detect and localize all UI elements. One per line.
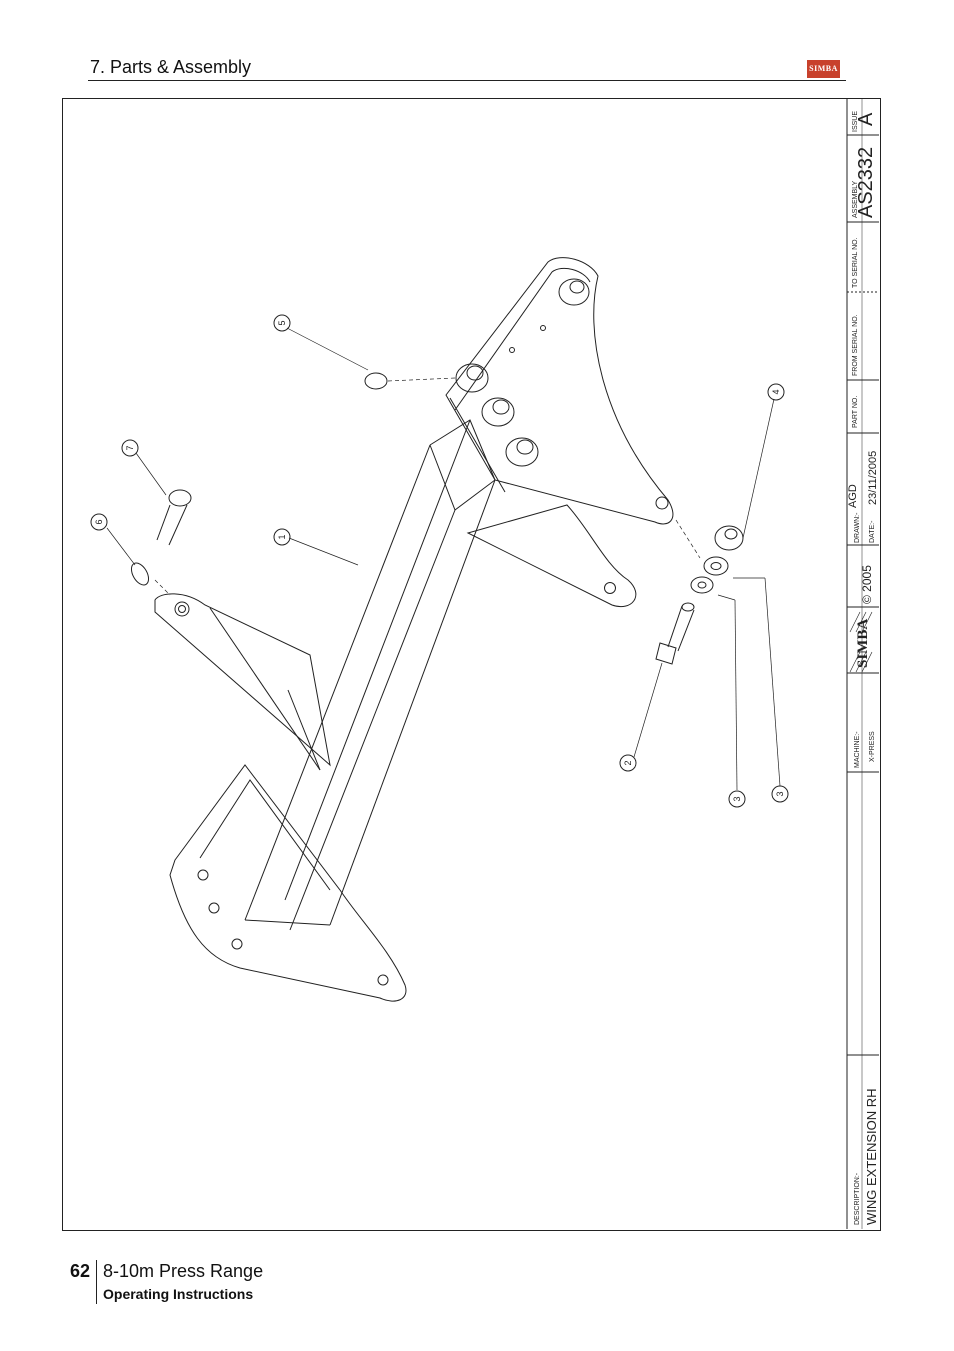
main-beam (244, 419, 496, 931)
callout-5: 5 (277, 320, 287, 325)
from-serial-label: FROM SERIAL NO. (852, 314, 859, 376)
plate-nuts (455, 278, 590, 467)
date-value: 23/11/2005 (867, 451, 879, 505)
section-title: 7. Parts & Assembly (90, 57, 252, 77)
page-number: 62 (70, 1261, 91, 1281)
title-block: ISSUE ASSEMBLY TO SERIAL NO. FROM SERIAL… (846, 98, 879, 1229)
callout-3a: 3 (732, 796, 742, 801)
drawn-label: DRAWN:- (854, 512, 861, 543)
lower-arm (154, 593, 331, 771)
part-no-label: PART NO. (852, 396, 859, 428)
loose-hardware (130, 372, 744, 665)
title-block-brand: SIMBA (855, 619, 871, 668)
callout-3b: 3 (775, 791, 785, 796)
machine-value: X-PRESS (869, 731, 876, 762)
copyright: © 2005 (860, 565, 874, 604)
callout-6: 6 (94, 519, 104, 524)
callouts (90, 314, 789, 808)
assembly-label: ASSEMBLY (852, 180, 859, 218)
footer-product: 8-10m Press Range (103, 1261, 264, 1281)
callout-1: 1 (277, 534, 287, 539)
issue-value: A (855, 112, 877, 126)
drawn-value: AGD (847, 484, 859, 508)
to-serial-label: TO SERIAL NO. (852, 237, 859, 288)
callout-4: 4 (771, 389, 781, 394)
drawing-frame (62, 98, 881, 1231)
assembly-value: AS2332 (855, 147, 877, 218)
callout-7: 7 (125, 445, 135, 450)
description-label: DESCRIPTION:- (854, 1172, 861, 1225)
footer-subtitle: Operating Instructions (103, 1286, 254, 1302)
issue-label: ISSUE (852, 111, 859, 132)
leader-lines (106, 327, 781, 791)
top-mounting-plate (445, 257, 674, 525)
callout-2: 2 (623, 760, 633, 765)
date-label: DATE:- (869, 520, 876, 543)
machine-label: MACHINE:- (854, 731, 861, 768)
bottom-plate (169, 764, 407, 1002)
header-rule (88, 80, 846, 81)
middle-gusset (466, 504, 637, 607)
simba-logo: SIMBA (807, 60, 840, 78)
footer-divider (96, 1260, 97, 1304)
description-value: WING EXTENSION RH (864, 1088, 879, 1225)
